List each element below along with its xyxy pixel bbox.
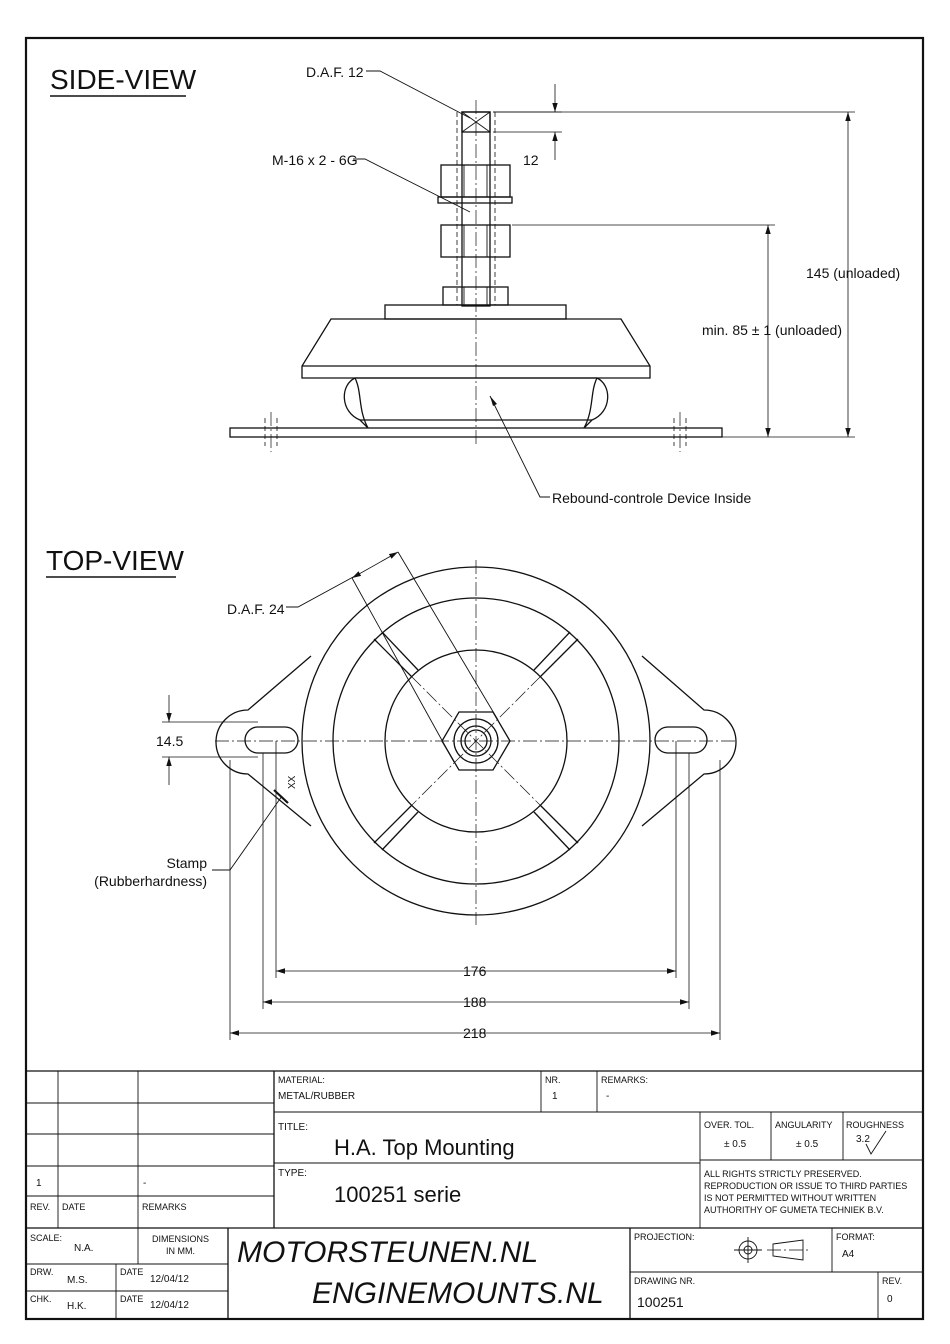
roughness-value: 3.2 bbox=[856, 1134, 870, 1145]
chk-date-label: DATE bbox=[120, 1294, 143, 1304]
rev-column-label: REV. bbox=[30, 1202, 50, 1212]
drw-label: DRW. bbox=[30, 1267, 53, 1277]
drawing-nr-value: 100251 bbox=[637, 1294, 684, 1310]
rev-row-remarks: - bbox=[143, 1178, 146, 1189]
dim-14-5-label: 14.5 bbox=[156, 733, 183, 749]
title-label: TITLE: bbox=[278, 1122, 308, 1133]
material-label: MATERIAL: bbox=[278, 1075, 325, 1085]
angularity-value: ± 0.5 bbox=[796, 1139, 819, 1150]
rubber-waist bbox=[343, 377, 369, 429]
stamp-xx: XX bbox=[287, 775, 298, 789]
chk-value: H.K. bbox=[67, 1301, 86, 1312]
side-view-title: SIDE-VIEW bbox=[50, 64, 197, 95]
thread-label: M-16 x 2 - 6G bbox=[272, 152, 358, 168]
dim-12-label: 12 bbox=[523, 152, 539, 168]
scale-value: N.A. bbox=[74, 1243, 93, 1254]
daf24-label: D.A.F. 24 bbox=[227, 601, 285, 617]
upper-nut bbox=[440, 164, 511, 198]
right-slot bbox=[654, 726, 708, 754]
rebound-label: Rebound-controle Device Inside bbox=[552, 490, 751, 506]
drawing-type: 100251 serie bbox=[334, 1182, 461, 1207]
top-view-title: TOP-VIEW bbox=[46, 545, 185, 576]
nr-label: NR. bbox=[545, 1075, 561, 1085]
rev-row-rev: 1 bbox=[36, 1178, 42, 1189]
washer bbox=[437, 196, 513, 204]
rights-line-4: AUTHORITHY OF GUMETA TECHNIEK B.V. bbox=[704, 1205, 884, 1215]
drawing-title: H.A. Top Mounting bbox=[334, 1135, 515, 1160]
brand-motorsteunen: MOTORSTEUNEN.NL bbox=[237, 1236, 538, 1269]
material-value: METAL/RUBBER bbox=[278, 1091, 355, 1102]
rights-line-3: IS NOT PERMITTED WITHOUT WRITTEN bbox=[704, 1193, 876, 1203]
roughness-symbol bbox=[865, 1130, 887, 1155]
remarks-column-label: REMARKS bbox=[142, 1202, 187, 1212]
dim-145-label: 145 (unloaded) bbox=[806, 265, 900, 281]
remarks-value: - bbox=[606, 1091, 609, 1102]
projection-label: PROJECTION: bbox=[634, 1232, 695, 1242]
format-value: A4 bbox=[842, 1249, 855, 1260]
dimensions-line-2: IN MM. bbox=[166, 1246, 195, 1256]
angularity-label: ANGULARITY bbox=[775, 1120, 833, 1130]
dimensions-line-1: DIMENSIONS bbox=[152, 1234, 209, 1244]
rev2-label: REV. bbox=[882, 1276, 902, 1286]
sheet-border bbox=[24, 36, 925, 1321]
rights-line-1: ALL RIGHTS STRICTLY PRESERVED. bbox=[704, 1169, 862, 1179]
flange-outline bbox=[215, 655, 737, 827]
lower-nut bbox=[442, 286, 509, 306]
type-label: TYPE: bbox=[278, 1168, 307, 1179]
stamp-hardness-label: (Rubberhardness) bbox=[94, 873, 207, 889]
dim-188-label: 188 bbox=[463, 994, 487, 1010]
rev2-value: 0 bbox=[887, 1294, 893, 1305]
top-view: TOP-VIEW D.A. bbox=[46, 545, 737, 1041]
drw-date-value: 12/04/12 bbox=[150, 1274, 189, 1285]
over-tol-value: ± 0.5 bbox=[724, 1139, 747, 1150]
left-slot bbox=[244, 726, 299, 754]
chk-date-value: 12/04/12 bbox=[150, 1300, 189, 1311]
rights-line-2: REPRODUCTION OR ISSUE TO THIRD PARTIES bbox=[704, 1181, 907, 1191]
format-label: FORMAT: bbox=[836, 1232, 875, 1242]
dim-176-label: 176 bbox=[463, 963, 487, 979]
title-block: 1 - REV. DATE REMARKS MATERIAL: METAL/RU… bbox=[26, 1070, 923, 1319]
middle-nut bbox=[440, 224, 511, 258]
dim-85-label: min. 85 ± 1 (unloaded) bbox=[702, 322, 842, 338]
brand-enginemounts: ENGINEMOUNTS.NL bbox=[312, 1277, 604, 1310]
over-tol-label: OVER. TOL. bbox=[704, 1120, 754, 1130]
drw-value: M.S. bbox=[67, 1275, 88, 1286]
side-view: SIDE-VIEW bbox=[50, 64, 900, 506]
chk-label: CHK. bbox=[30, 1294, 52, 1304]
nr-value: 1 bbox=[552, 1091, 558, 1102]
dim-218-label: 218 bbox=[463, 1025, 487, 1041]
stamp-label: Stamp bbox=[167, 855, 208, 871]
daf12-label: D.A.F. 12 bbox=[306, 64, 364, 80]
drw-date-label: DATE bbox=[120, 1267, 143, 1277]
remarks-label: REMARKS: bbox=[601, 1075, 648, 1085]
scale-label: SCALE: bbox=[30, 1233, 62, 1243]
drawing-nr-label: DRAWING NR. bbox=[634, 1276, 695, 1286]
date-column-label: DATE bbox=[62, 1202, 85, 1212]
roughness-label: ROUGHNESS bbox=[846, 1120, 904, 1130]
top-plate bbox=[384, 304, 567, 320]
projection-symbol bbox=[734, 1237, 808, 1263]
